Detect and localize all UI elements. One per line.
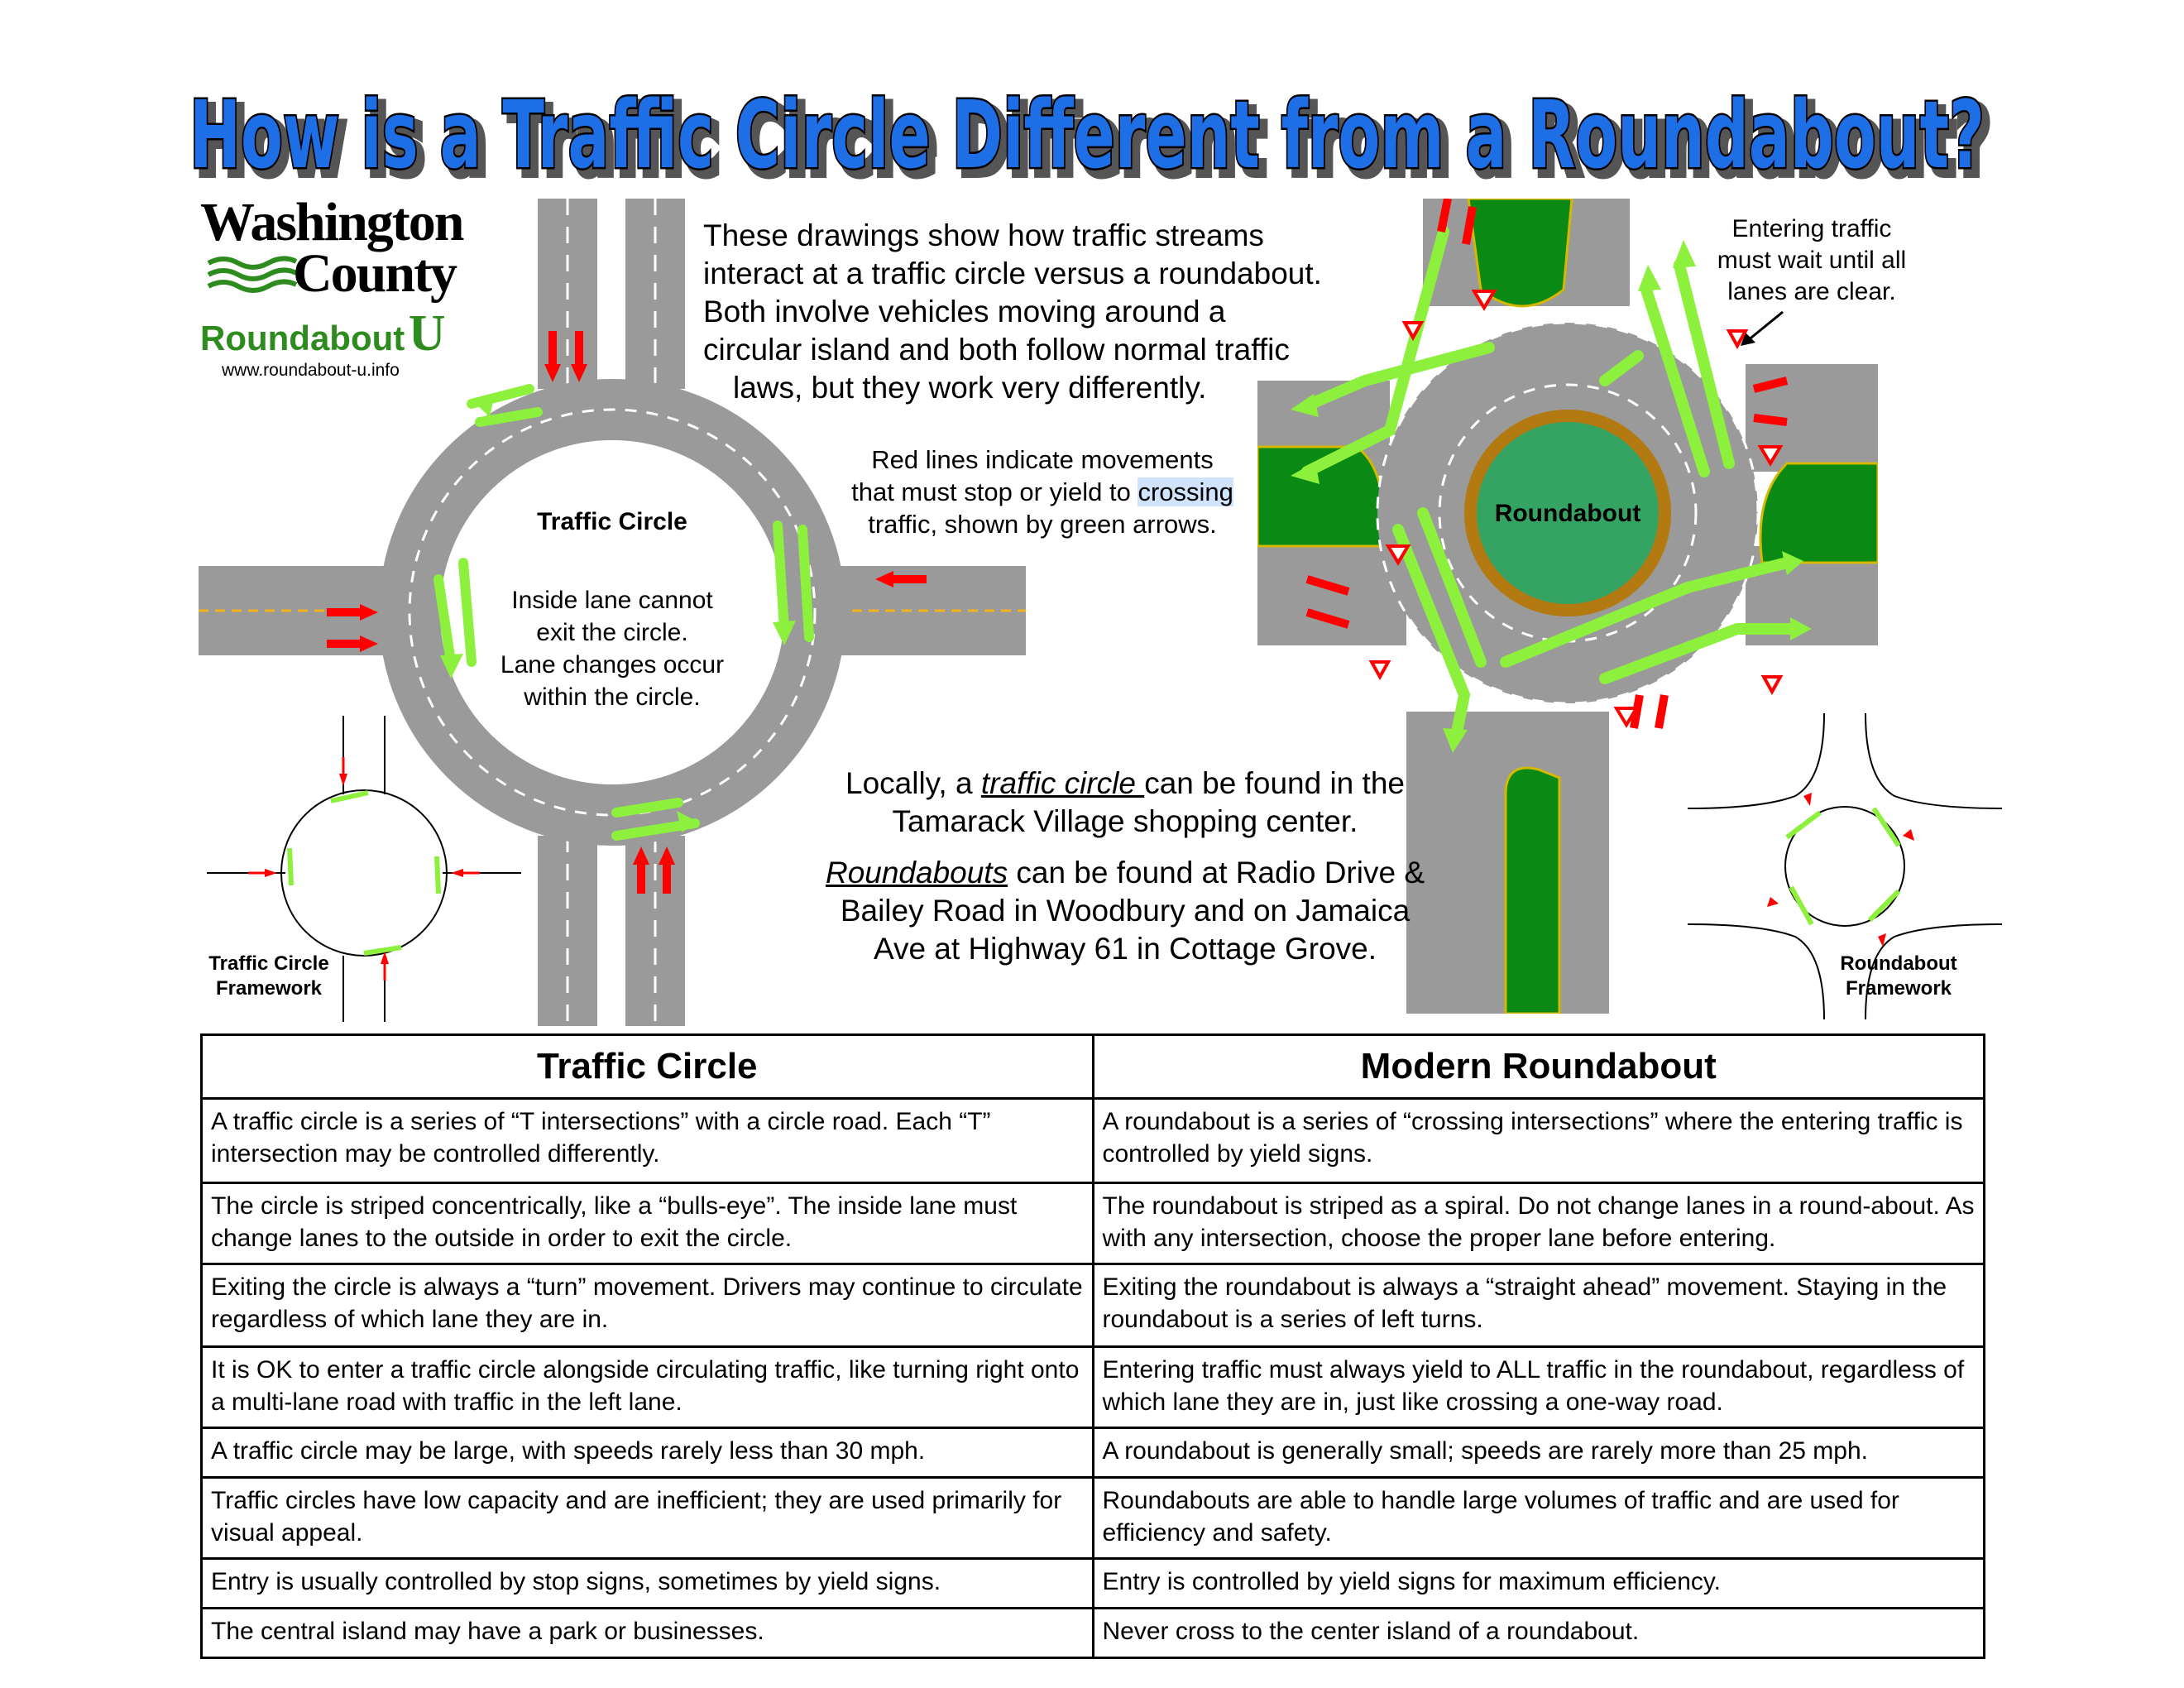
table-cell: Roundabouts are able to handle large vol…	[1091, 1476, 1985, 1560]
entering-note-line: lanes are clear.	[1727, 278, 1896, 305]
roundabout-framework-label: Roundabout Framework	[1824, 952, 1973, 1001]
table-cell: Never cross to the center island of a ro…	[1091, 1607, 1985, 1659]
logo-roundabout: Roundabout	[200, 319, 405, 357]
framework-label-line: Roundabout	[1840, 952, 1957, 975]
framework-label-line: Traffic Circle	[208, 952, 329, 975]
intro-line: laws, but they work very differently.	[733, 371, 1207, 405]
table-row: A traffic circle is a series of “T inter…	[200, 1097, 1985, 1184]
logo-u: U	[408, 305, 446, 362]
roundabout-framework-diagram	[1688, 713, 2002, 1019]
entering-note-line: must wait until all	[1717, 247, 1907, 274]
table-cell: Exiting the circle is always a “turn” mo…	[200, 1263, 1094, 1348]
traffic-circle-note-line: Lane changes occur	[500, 651, 724, 679]
title-shadow: How is a Traffic Circle Different from a…	[196, 89, 1991, 196]
table-row: The circle is striped concentrically, li…	[200, 1182, 1985, 1265]
table-cell: A traffic circle is a series of “T inter…	[200, 1097, 1094, 1184]
traffic-circle-term: traffic circle	[980, 766, 1145, 800]
roundabout-diagram: Roundabout	[1257, 199, 1878, 1014]
local-text: Locally, a	[845, 766, 981, 800]
local-text: can be found in the	[1144, 766, 1405, 800]
table-cell: Traffic circles have low capacity and ar…	[200, 1476, 1094, 1560]
entering-note-line: Entering traffic	[1731, 215, 1892, 242]
roundabout-label: Roundabout	[1495, 500, 1641, 527]
table-cell: Entering traffic must always yield to AL…	[1091, 1345, 1985, 1429]
intro-line: Both involve vehicles moving around a	[703, 295, 1226, 328]
intro-line: circular island and both follow normal t…	[703, 333, 1290, 367]
washington-county-logo: Washington County Roundabout U	[200, 192, 473, 363]
red-lines-note: Red lines indicate movements that must s…	[819, 444, 1266, 540]
local-text: Ave at Highway 61 in Cottage Grove.	[873, 932, 1377, 966]
intro-line: interact at a traffic circle versus a ro…	[703, 257, 1322, 290]
logo-washington: Washington	[200, 192, 464, 252]
table-cell: The circle is striped concentrically, li…	[200, 1182, 1094, 1265]
red-note-line: that must stop or yield to	[851, 477, 1138, 506]
table-cell: Exiting the roundabout is always a “stra…	[1091, 1263, 1985, 1348]
table-cell: The central island may have a park or bu…	[200, 1607, 1094, 1659]
table-header-modern-roundabout: Modern Roundabout	[1091, 1033, 1985, 1100]
framework-label-line: Framework	[215, 977, 323, 1000]
table-cell: It is OK to enter a traffic circle along…	[200, 1345, 1094, 1429]
red-note-line: traffic, shown by green arrows.	[868, 510, 1217, 539]
table-row: Entry is usually controlled by stop sign…	[200, 1557, 1985, 1609]
title-text: How is a Traffic Circle Different from a…	[189, 82, 1985, 189]
local-text: can be found at Radio Drive &	[1008, 856, 1425, 890]
traffic-circle-label: Traffic Circle	[537, 508, 687, 535]
highlighted-word: crossing	[1138, 477, 1233, 506]
table-row: A traffic circle may be large, with spee…	[200, 1427, 1985, 1479]
entering-traffic-note: Entering traffic must wait until all lan…	[1684, 213, 1940, 308]
table-row: Exiting the circle is always a “turn” mo…	[200, 1263, 1985, 1348]
traffic-circle-framework-label: Traffic Circle Framework	[194, 952, 343, 1001]
table-cell: The roundabout is striped as a spiral. D…	[1091, 1182, 1985, 1265]
table-row: The central island may have a park or bu…	[200, 1607, 1985, 1659]
logo-county: County	[293, 243, 457, 304]
local-text: Tamarack Village shopping center.	[892, 804, 1358, 838]
website-link[interactable]: www.roundabout-u.info	[222, 361, 400, 380]
traffic-circle-note-line: within the circle.	[523, 683, 700, 711]
comparison-table: Traffic Circle Modern Roundabout A traff…	[200, 1033, 1985, 1659]
page-title: How is a Traffic Circle Different from a…	[188, 80, 1996, 201]
traffic-circle-note-line: Inside lane cannot	[511, 587, 713, 614]
table-row: It is OK to enter a traffic circle along…	[200, 1345, 1985, 1429]
table-header-traffic-circle: Traffic Circle	[200, 1033, 1094, 1100]
table-cell: Entry is controlled by yield signs for m…	[1091, 1557, 1985, 1609]
traffic-circle-note-line: exit the circle.	[536, 619, 687, 646]
table-cell: A roundabout is generally small; speeds …	[1091, 1427, 1985, 1479]
traffic-circle-diagram: Traffic Circle Inside lane cannot exit t…	[199, 199, 1026, 1026]
local-info: Locally, a traffic circle can be found i…	[761, 765, 1489, 968]
intro-paragraph: These drawings show how traffic streams …	[703, 217, 1365, 407]
table-header-row: Traffic Circle Modern Roundabout	[200, 1033, 1985, 1100]
table-cell: Entry is usually controlled by stop sign…	[200, 1557, 1094, 1609]
table-cell: A roundabout is a series of “crossing in…	[1091, 1097, 1985, 1184]
intro-line: These drawings show how traffic streams	[703, 218, 1264, 252]
table-row: Traffic circles have low capacity and ar…	[200, 1476, 1985, 1560]
local-text: Bailey Road in Woodbury and on Jamaica	[840, 894, 1410, 928]
red-note-line: Red lines indicate movements	[871, 445, 1214, 474]
table-cell: A traffic circle may be large, with spee…	[200, 1427, 1094, 1479]
framework-label-line: Framework	[1845, 977, 1952, 1000]
traffic-circle-framework-diagram	[207, 716, 521, 1022]
roundabouts-term: Roundabouts	[825, 856, 1008, 890]
waves-icon	[207, 256, 298, 293]
